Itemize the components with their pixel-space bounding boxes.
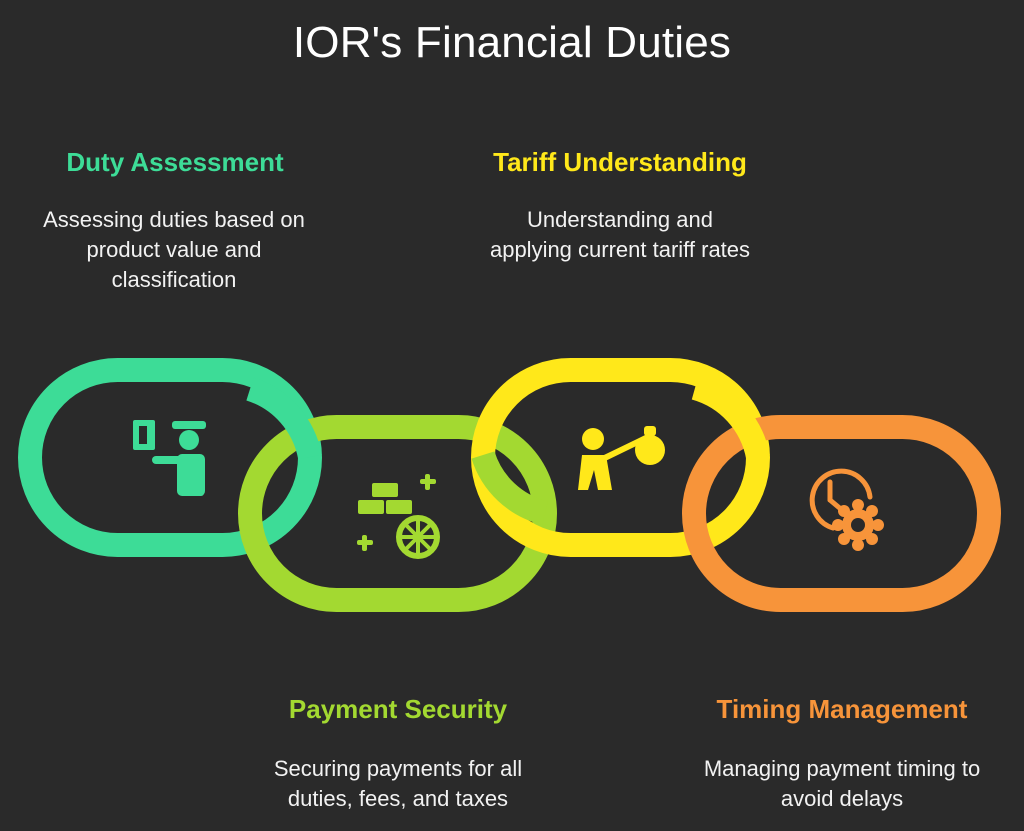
description-payment-security: Securing payments for all duties, fees, …: [273, 756, 523, 811]
chain-link-payment-security-overlap: [471, 451, 549, 525]
description-tariff-understanding: Understanding and applying current tarif…: [489, 207, 751, 262]
label-timing-management: Timing Management: [716, 694, 968, 724]
gold-bars-coin-icon: [357, 474, 440, 559]
label-payment-security: Payment Security: [288, 694, 508, 724]
chain-link-timing-management: [682, 415, 1001, 612]
label-tariff-understanding: Tariff Understanding: [493, 147, 747, 177]
description-duty-assessment: Assessing duties based on product value …: [43, 207, 305, 292]
chain-link-payment-security: [238, 415, 557, 612]
chain-link-duty-assessment: [18, 358, 322, 557]
clock-gear-icon: [809, 468, 884, 551]
label-duty-assessment: Duty Assessment: [66, 147, 284, 177]
customs-officer-icon: [133, 420, 206, 496]
chain-link-tariff-understanding-overlap: [691, 376, 770, 460]
page-title: IOR's Financial Duties: [292, 18, 732, 67]
person-carrying-bag-icon: [578, 426, 665, 490]
chain-link-duty-assessment-overlap: [245, 377, 322, 460]
description-timing-management: Managing payment timing to avoid delays: [703, 756, 981, 811]
